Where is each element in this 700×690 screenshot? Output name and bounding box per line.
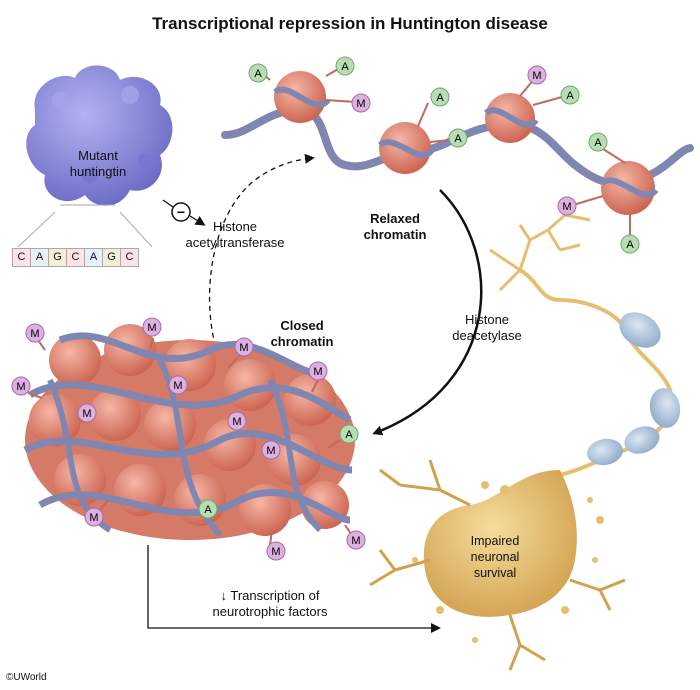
- histone-deacetylase-label: Histone deacetylase: [452, 312, 522, 343]
- svg-text:A: A: [594, 137, 602, 149]
- methyl-mark: M: [77, 403, 97, 423]
- histone-marks: A A M A M A A A M A M M M M M M M M M A A M M M: [11, 56, 640, 561]
- dna-base: C: [66, 248, 85, 267]
- dna-connector: [17, 204, 153, 248]
- dna-base: A: [84, 248, 103, 267]
- acetylation-arrow: [208, 153, 315, 356]
- svg-text:M: M: [532, 70, 541, 82]
- methyl-mark: M: [25, 323, 45, 343]
- methyl-mark: M: [266, 541, 286, 561]
- svg-text:M: M: [232, 416, 241, 428]
- mutant-huntingtin-protein: [26, 65, 173, 206]
- acetyl-mark: A: [588, 132, 608, 152]
- methyl-mark: M: [168, 375, 188, 395]
- svg-text:A: A: [566, 90, 574, 102]
- svg-text:M: M: [82, 408, 91, 420]
- methyl-mark: M: [234, 337, 254, 357]
- svg-text:M: M: [313, 366, 322, 378]
- acetyl-mark: A: [430, 87, 450, 107]
- inhibition-symbol: −: [177, 204, 185, 220]
- impaired-survival-label: Impaired neuronal survival: [470, 534, 520, 580]
- methyl-mark: M: [261, 440, 281, 460]
- dna-base: G: [102, 248, 121, 267]
- svg-text:A: A: [626, 239, 634, 251]
- methyl-mark: M: [527, 65, 547, 85]
- transcription-arrow: [147, 545, 441, 633]
- diagram-title: Transcriptional repression in Huntington…: [152, 14, 548, 33]
- closed-chromatin-label: Closed chromatin: [270, 318, 334, 349]
- deacetylation-arrow: [372, 189, 483, 436]
- svg-text:M: M: [271, 546, 280, 558]
- svg-text:A: A: [204, 504, 212, 516]
- svg-text:M: M: [30, 328, 39, 340]
- dna-base: G: [48, 248, 67, 267]
- transcription-label: ↓ Transcription of neurotrophic factors: [212, 588, 328, 619]
- svg-text:M: M: [173, 380, 182, 392]
- methyl-mark: M: [11, 376, 31, 396]
- dna-base: A: [30, 248, 49, 267]
- svg-text:M: M: [562, 201, 571, 213]
- methyl-mark: M: [308, 361, 328, 381]
- methyl-mark: M: [84, 507, 104, 527]
- methyl-mark: M: [351, 93, 371, 113]
- acetyl-mark: A: [248, 63, 268, 83]
- relaxed-chromatin-label: Relaxed chromatin: [363, 211, 427, 242]
- svg-text:M: M: [266, 445, 275, 457]
- acetyl-mark: A: [560, 85, 580, 105]
- copyright-label: ©UWorld: [6, 672, 47, 683]
- acetyl-mark: A: [448, 128, 468, 148]
- svg-text:M: M: [89, 512, 98, 524]
- svg-text:M: M: [147, 322, 156, 334]
- svg-text:A: A: [341, 61, 349, 73]
- svg-text:M: M: [16, 381, 25, 393]
- methyl-mark: M: [142, 317, 162, 337]
- dna-base: C: [120, 248, 139, 267]
- svg-text:A: A: [254, 68, 262, 80]
- inhibition-icon: −: [162, 199, 206, 226]
- neuron: [369, 213, 681, 671]
- acetyl-mark: A: [620, 234, 640, 254]
- acetyl-mark: A: [339, 424, 359, 444]
- acetyl-mark: A: [335, 56, 355, 76]
- svg-text:A: A: [436, 92, 444, 104]
- svg-text:M: M: [351, 535, 360, 547]
- mutant-huntingtin-label: Mutant huntingtin: [69, 148, 127, 179]
- acetyl-mark: A: [198, 499, 218, 519]
- methyl-mark: M: [227, 411, 247, 431]
- relaxed-chromatin: [221, 67, 694, 238]
- closed-chromatin: [23, 324, 356, 546]
- svg-text:M: M: [239, 342, 248, 354]
- histone-acetyltransferase-label: Histone acetyltransferase: [185, 219, 285, 250]
- methyl-mark: M: [557, 196, 577, 216]
- svg-text:A: A: [345, 429, 353, 441]
- svg-text:M: M: [356, 98, 365, 110]
- dna-base: C: [12, 248, 31, 267]
- svg-text:A: A: [454, 133, 462, 145]
- methyl-mark: M: [346, 530, 366, 550]
